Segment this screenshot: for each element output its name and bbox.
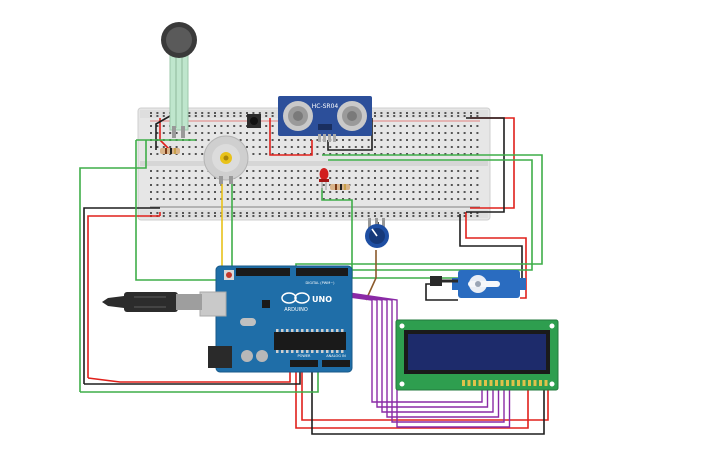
- wire-red: [269, 118, 313, 156]
- wire-green: [321, 188, 460, 279]
- wire-black: [155, 115, 171, 150]
- resistor-2[interactable]: [330, 184, 350, 190]
- dc-motor[interactable]: [203, 135, 249, 184]
- wire-green: [80, 366, 319, 393]
- wire-red: [465, 212, 527, 299]
- arduino-model-text: UNO: [312, 295, 332, 304]
- wire-black: [83, 207, 160, 384]
- wire-red: [295, 366, 529, 429]
- usb-cable-icon: [124, 292, 178, 312]
- arduino-uno[interactable]: DIGITAL (PWM~) ARDUINO UNO POWER ANALOG …: [199, 265, 353, 373]
- digital-header[interactable]: [296, 268, 348, 276]
- wire-red: [87, 366, 291, 383]
- pushbutton[interactable]: [247, 114, 261, 128]
- servo[interactable]: [430, 270, 526, 298]
- force-sensor[interactable]: [161, 22, 197, 138]
- arduino-logo-icon: [281, 292, 297, 304]
- wire-red: [301, 366, 549, 421]
- usb-port[interactable]: [199, 291, 227, 317]
- lcd-display[interactable]: [395, 319, 559, 391]
- center-channel: [140, 161, 488, 166]
- analog-header[interactable]: [322, 360, 350, 367]
- led[interactable]: [319, 168, 329, 190]
- wire-green: [79, 140, 147, 392]
- usb-cable[interactable]: [102, 292, 202, 312]
- bottom-power-rail: [140, 210, 488, 218]
- digital-label: DIGITAL (PWM~): [305, 281, 335, 285]
- arduino-logo-text: ARDUINO: [284, 307, 308, 313]
- wire-green: [304, 159, 533, 271]
- ultrasonic-label: HC-SR04: [312, 103, 339, 110]
- power-header[interactable]: [290, 360, 318, 367]
- ultrasonic-sensor[interactable]: HC-SR04: [278, 96, 372, 142]
- potentiometer[interactable]: [365, 218, 389, 248]
- led-icon: [319, 168, 329, 180]
- atmega-chip: [274, 332, 346, 350]
- power-label: POWER: [298, 354, 312, 358]
- reset-button[interactable]: [226, 272, 232, 278]
- analog-label: ANALOG IN: [326, 354, 346, 358]
- power-jack[interactable]: [208, 346, 232, 368]
- wire-black: [311, 366, 545, 435]
- lcd-screen: [408, 334, 546, 370]
- resistor-1[interactable]: [160, 148, 180, 154]
- wire-black: [425, 283, 458, 301]
- digital-header-2[interactable]: [236, 268, 290, 276]
- wire-black: [466, 117, 505, 213]
- wire-brown: [365, 250, 377, 301]
